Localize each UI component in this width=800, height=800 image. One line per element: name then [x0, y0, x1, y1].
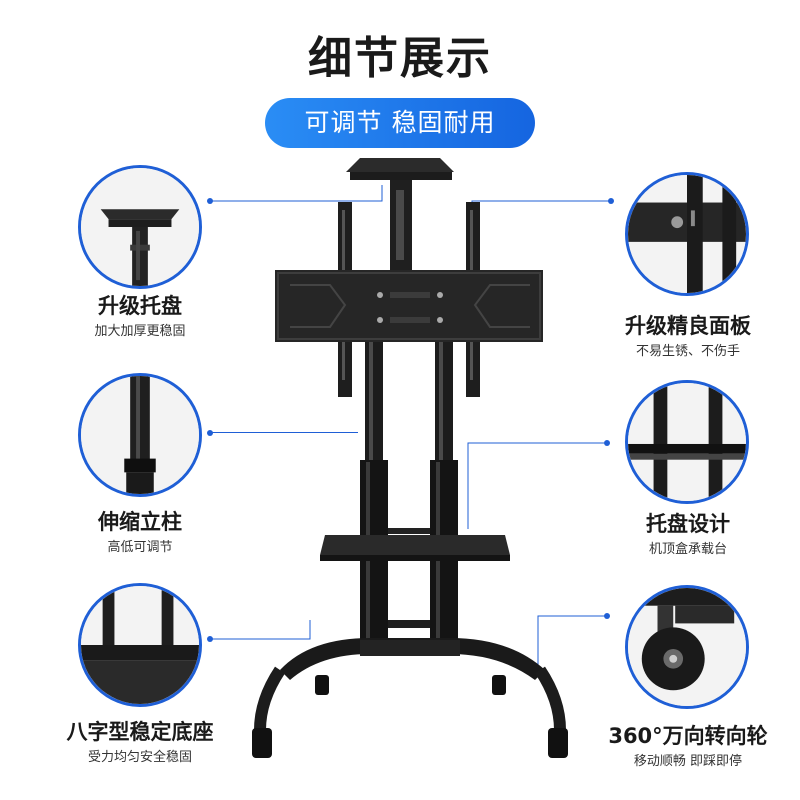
top-tray-icon: [78, 165, 202, 289]
feature-label-shelf: 托盘设计: [646, 512, 730, 536]
connector-dot: [608, 198, 614, 204]
feature-badge: 可调节 稳固耐用: [265, 98, 535, 148]
feature-label-base: 八字型稳定底座: [66, 720, 214, 744]
base-icon: [78, 583, 202, 707]
feature-label-wheel: 360°万向转向轮: [608, 724, 768, 748]
feature-sub-column: 高低可调节: [107, 540, 173, 555]
mount-panel-icon: [625, 172, 749, 296]
connector-line: [537, 615, 606, 672]
feature-sub-panel: 不易生锈、不伤手: [635, 344, 740, 359]
connector-line: [210, 185, 383, 202]
feature-sub-shelf: 机顶盒承载台: [648, 542, 727, 557]
page-title: 细节展示: [308, 33, 492, 84]
connector-line: [210, 620, 311, 640]
telescopic-column-icon: [78, 373, 202, 497]
connector-dot: [604, 613, 610, 619]
caster-wheel-icon: [625, 585, 749, 709]
feature-label-panel: 升级精良面板: [625, 314, 751, 338]
feature-sub-base: 受力均匀安全稳固: [87, 750, 192, 765]
connector-line: [467, 442, 604, 529]
tv-stand-image: [252, 158, 568, 758]
feature-sub-tray: 加大加厚更稳固: [94, 324, 186, 339]
feature-label-column: 伸缩立柱: [98, 510, 182, 534]
connector-dot: [604, 440, 610, 446]
connector-dot: [207, 430, 213, 436]
shelf-icon: [625, 380, 749, 504]
connector-line: [212, 432, 358, 433]
feature-sub-wheel: 移动顺畅 即踩即停: [633, 754, 743, 769]
feature-label-tray: 升级托盘: [98, 294, 182, 318]
